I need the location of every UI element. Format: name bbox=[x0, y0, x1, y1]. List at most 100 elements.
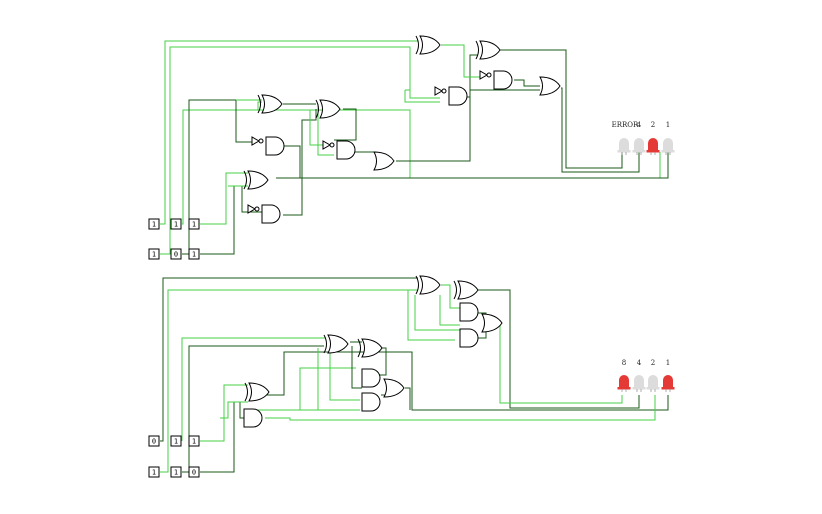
or-gate bbox=[481, 313, 503, 333]
wire-low bbox=[561, 87, 640, 173]
xor-gate bbox=[323, 334, 349, 354]
led-label: ERROR bbox=[612, 121, 639, 129]
input-pin-value: 0 bbox=[192, 469, 196, 477]
input-pin-value: 1 bbox=[152, 221, 156, 229]
not-gate bbox=[434, 86, 444, 96]
input-pin-toggle[interactable]: 0 bbox=[188, 466, 200, 478]
not-gate bbox=[322, 140, 332, 150]
or-gate bbox=[373, 151, 395, 171]
wire-low bbox=[276, 152, 669, 179]
output-led: ERROR bbox=[612, 121, 639, 155]
or-gate bbox=[383, 378, 405, 398]
output-led: 1 bbox=[661, 121, 675, 155]
wire-low bbox=[380, 347, 387, 376]
output-led: 2 bbox=[646, 121, 660, 155]
wire-low bbox=[182, 99, 256, 255]
not-gate bbox=[479, 70, 489, 80]
gates-layer bbox=[243, 35, 561, 428]
wire-high bbox=[404, 90, 440, 103]
wire-high bbox=[499, 323, 623, 404]
wire-high bbox=[181, 337, 325, 441]
and-gate bbox=[459, 328, 479, 348]
and-gate bbox=[361, 368, 381, 388]
input-pin-value: 1 bbox=[152, 251, 156, 259]
wire-low bbox=[334, 108, 357, 141]
input-pin-value: 1 bbox=[192, 438, 196, 446]
input-pin-value: 1 bbox=[174, 221, 178, 229]
and-gate bbox=[361, 392, 381, 412]
input-pin-value: 1 bbox=[174, 469, 178, 477]
wire-low bbox=[514, 79, 540, 87]
input-pin-toggle[interactable]: 1 bbox=[170, 435, 182, 447]
input-pin-toggle[interactable]: 1 bbox=[170, 466, 182, 478]
wire-low bbox=[476, 289, 640, 409]
xor-gate bbox=[415, 275, 441, 295]
input-pins-layer: 1 1 1 1 0 1 0 1 1 1 1 0 bbox=[148, 218, 200, 478]
wire-high bbox=[160, 46, 440, 255]
input-pin-toggle[interactable]: 0 bbox=[170, 248, 182, 260]
output-led: 1 bbox=[661, 359, 675, 392]
output-led: 4 bbox=[632, 359, 646, 392]
input-pin-value: 1 bbox=[174, 438, 178, 446]
wire-low bbox=[160, 277, 418, 442]
wire-high bbox=[317, 348, 360, 411]
wire-low bbox=[405, 387, 411, 410]
xor-gate bbox=[315, 99, 341, 119]
led-label: 1 bbox=[666, 121, 670, 129]
input-pin-value: 0 bbox=[152, 438, 156, 446]
input-pin-toggle[interactable]: 1 bbox=[148, 466, 160, 478]
xor-gate bbox=[257, 94, 283, 114]
led-label: 2 bbox=[651, 121, 655, 129]
and-gate bbox=[459, 302, 479, 322]
input-pin-toggle[interactable]: 1 bbox=[188, 435, 200, 447]
wire-high bbox=[414, 295, 460, 331]
or-gate bbox=[539, 76, 561, 96]
wire-low bbox=[466, 89, 540, 98]
wire-low bbox=[200, 185, 262, 255]
wire-low bbox=[353, 151, 377, 156]
wire-low bbox=[498, 49, 623, 169]
output-led: 4 bbox=[632, 121, 646, 155]
input-pin-value: 1 bbox=[192, 221, 196, 229]
wires-layer bbox=[160, 40, 669, 473]
not-gate bbox=[251, 136, 261, 146]
and-gate bbox=[247, 204, 281, 224]
input-pin-value: 0 bbox=[174, 251, 178, 259]
not-gate bbox=[247, 204, 257, 214]
input-pin-value: 1 bbox=[152, 469, 156, 477]
wire-high bbox=[160, 40, 418, 225]
input-pin-toggle[interactable]: 1 bbox=[188, 218, 200, 230]
wire-high bbox=[441, 44, 480, 78]
input-pin-toggle[interactable]: 0 bbox=[148, 435, 160, 447]
wire-low bbox=[396, 54, 478, 162]
and-gate bbox=[479, 70, 513, 90]
input-pin-value: 1 bbox=[192, 251, 196, 259]
input-pin-toggle[interactable]: 1 bbox=[148, 248, 160, 260]
wire-high bbox=[220, 401, 248, 419]
wire-high bbox=[245, 367, 356, 411]
led-label: 1 bbox=[666, 359, 670, 367]
xor-gate bbox=[475, 40, 501, 60]
led-label: 8 bbox=[622, 359, 626, 367]
wire-high bbox=[265, 395, 656, 421]
wire-high bbox=[439, 295, 460, 326]
input-pin-toggle[interactable]: 1 bbox=[170, 218, 182, 230]
xor-gate bbox=[357, 338, 383, 358]
wire-low bbox=[265, 351, 669, 411]
input-pin-toggle[interactable]: 1 bbox=[188, 248, 200, 260]
output-led: 8 bbox=[617, 359, 631, 392]
wire-high bbox=[160, 289, 455, 473]
wire-low bbox=[283, 109, 317, 216]
led-label: 4 bbox=[637, 121, 642, 129]
and-gate bbox=[322, 140, 356, 160]
xor-gate bbox=[244, 382, 270, 402]
wire-high bbox=[200, 384, 248, 442]
wire-low bbox=[182, 345, 324, 473]
wire-low bbox=[200, 401, 244, 473]
and-gate bbox=[243, 408, 263, 428]
wire-high bbox=[329, 348, 360, 401]
xor-gate bbox=[415, 35, 441, 55]
input-pin-toggle[interactable]: 1 bbox=[148, 218, 160, 230]
